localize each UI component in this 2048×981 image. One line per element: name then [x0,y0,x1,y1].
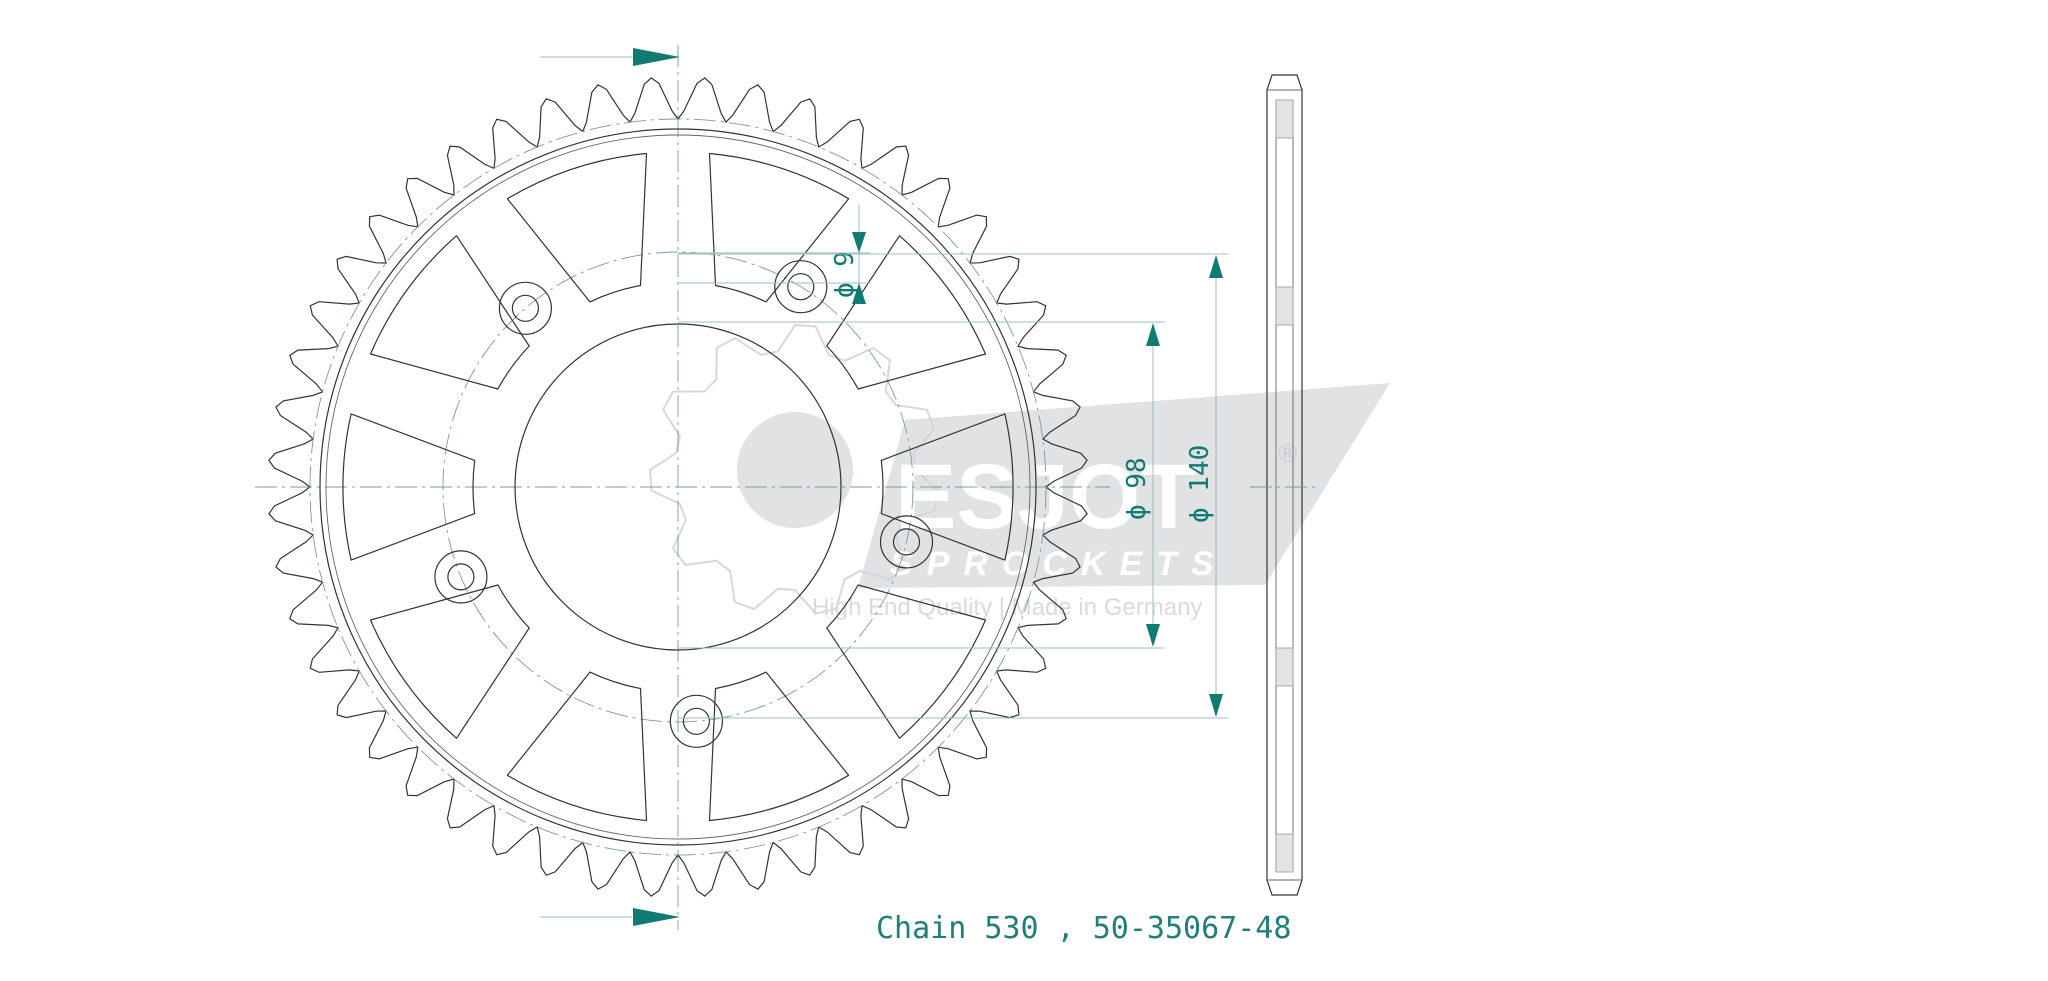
pitch-circle [309,118,1047,856]
sprocket-side-view [1250,74,1320,896]
bolt-hole [682,707,711,735]
section-arrow-top-head [633,48,680,66]
dim-bolt-circle-arrow-bottom [1146,624,1160,647]
side-hatch-top [1275,99,1294,139]
side-hatch-upper [1275,286,1294,326]
root-circle-outer [319,128,1037,846]
dim-bolt-circle-arrow-top [1146,323,1160,346]
watermark-logo-gear [648,323,940,615]
bolt-boss [669,694,724,748]
bolt-hole [447,563,475,591]
bolt-boss [498,281,553,335]
dim-bolt-hole-arrow-bottom [852,283,866,304]
lightening-cutout [369,235,530,390]
watermark-logo-circle [737,412,853,528]
center-bore [514,323,842,651]
lightening-cutout [826,235,987,390]
dim-outer-arrow-top [1209,255,1223,278]
dim-bolt-hole-label: ϕ 9 [830,251,860,298]
lightening-cutout [342,413,476,561]
dim-bolt-hole-arrow-top [852,232,866,253]
watermark-banner [858,383,1390,588]
watermark-tagline: High End Quality | Made in Germany [812,594,1202,621]
section-arrow-bottom-head [633,908,680,926]
bolt-hole [511,294,540,322]
lightening-cutout [369,584,530,739]
bolt-circle-line [442,251,914,723]
lightening-cutout [826,584,987,739]
bolt-boss [879,515,934,569]
watermark-registered: ® [1278,438,1297,468]
watermark-sub: SPROCKETS [890,545,1228,583]
dim-outer-label: ϕ 140 [1185,445,1215,523]
bolt-boss [774,260,828,314]
center-lines [255,45,1110,930]
sprocket-front-view [268,77,1088,897]
lightening-cutout [506,152,648,303]
lightening-cutouts [342,152,1014,822]
dimension-annotations: ϕ 9 ϕ 98 ϕ 140 [678,205,1228,719]
bolt-holes [434,260,934,748]
root-circle-inner [325,134,1031,840]
lightening-cutout [708,671,850,822]
side-profile-outline [1266,74,1303,896]
side-hatch-lower [1275,647,1294,687]
dim-bolt-circle-label: ϕ 98 [1122,457,1152,520]
dim-outer-arrow-bottom [1209,694,1223,717]
lightening-cutout [506,671,648,822]
side-hatch-bottom [1275,833,1294,873]
lightening-cutout [880,413,1014,561]
part-caption: Chain 530 , 50-35067-48 [876,911,1291,946]
bolt-boss [434,550,488,604]
bolt-hole [892,528,921,556]
bolt-hole [787,273,815,301]
lightening-cutout [708,152,850,303]
section-arrows [540,48,680,926]
esjot-watermark: ESJOT ® SPROCKETS High End Quality | Mad… [648,323,1390,621]
